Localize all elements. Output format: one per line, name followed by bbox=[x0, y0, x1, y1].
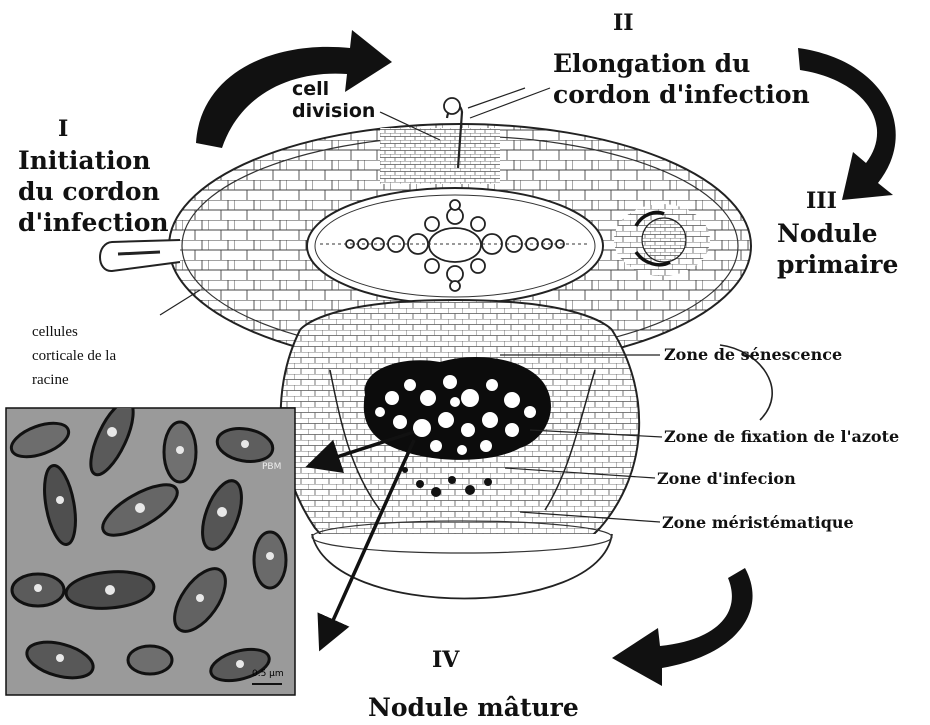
mature-nodule bbox=[281, 300, 639, 599]
cycle-arrow-top-right bbox=[798, 48, 896, 200]
zone-fixation-label: Zone de fixation de l'azote bbox=[664, 429, 899, 445]
stage-2-numeral: II bbox=[613, 12, 634, 34]
stele bbox=[307, 188, 603, 304]
zone-meristematic-label: Zone méristématique bbox=[662, 515, 854, 531]
cell-division-label: cell division bbox=[292, 78, 375, 122]
stage-2-label: Elongation du cordon d'infection bbox=[553, 48, 810, 110]
zone-senescence-label: Zone de sénescence bbox=[664, 347, 842, 363]
root-cells-note: cellules corticale de la racine bbox=[32, 320, 116, 392]
infection-thread-top bbox=[380, 98, 500, 184]
root-hair-infection bbox=[100, 240, 180, 271]
stage-1-numeral: I bbox=[58, 118, 68, 140]
stage-4-label: Nodule mâture bbox=[368, 692, 579, 723]
stage-3-label: Nodule primaire bbox=[777, 218, 898, 280]
cycle-arrow-bottom-right bbox=[612, 568, 753, 686]
primary-nodule bbox=[614, 204, 710, 276]
stage-4-numeral: IV bbox=[432, 649, 459, 671]
micrograph-scale-label: 0.5 µm bbox=[252, 670, 284, 679]
micrograph-tag: PBM bbox=[262, 463, 281, 472]
zone-infection-label: Zone d'infecion bbox=[657, 471, 796, 487]
stage-1-label: Initiation du cordon d'infection bbox=[18, 145, 169, 238]
bacteroid-micrograph bbox=[6, 396, 295, 695]
stage-3-numeral: III bbox=[806, 190, 837, 212]
